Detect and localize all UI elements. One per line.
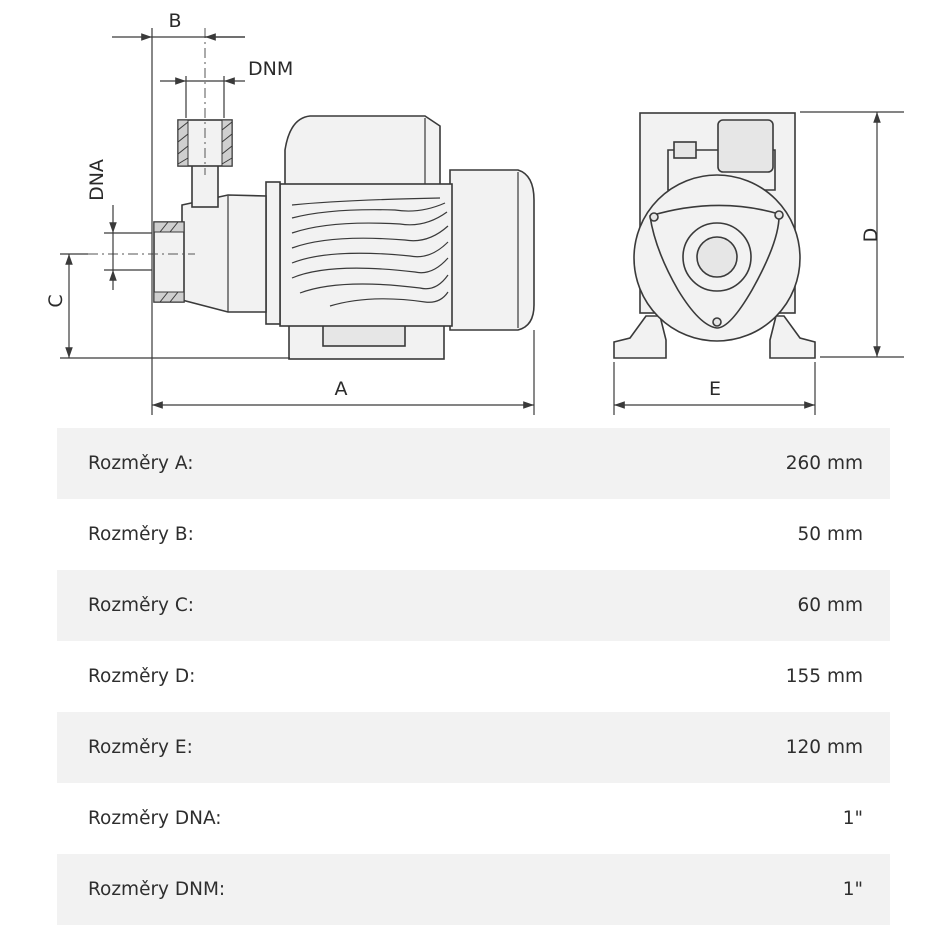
row-value: 60 mm <box>797 595 863 616</box>
row-value: 50 mm <box>797 524 863 545</box>
pump-front-view <box>613 112 816 359</box>
label-dnm: DNM <box>248 58 293 80</box>
label-dna: DNA <box>86 159 108 201</box>
front-view-dimensions: D E <box>613 111 904 415</box>
label-a: A <box>335 378 348 400</box>
label-e: E <box>709 378 721 400</box>
dimensions-table: Rozměry A: 260 mm Rozměry B: 50 mm Rozmě… <box>57 428 890 925</box>
table-row: Rozměry C: 60 mm <box>57 570 890 641</box>
row-value: 1" <box>842 879 863 900</box>
table-row: Rozměry DNA: 1" <box>57 783 890 854</box>
row-label: Rozměry DNA: <box>88 808 222 829</box>
row-label: Rozměry B: <box>88 524 194 545</box>
row-label: Rozměry A: <box>88 453 194 474</box>
row-value: 120 mm <box>785 737 863 758</box>
row-label: Rozměry D: <box>88 666 196 687</box>
label-d: D <box>860 228 882 243</box>
row-value: 260 mm <box>785 453 863 474</box>
table-row: Rozměry D: 155 mm <box>57 641 890 712</box>
pump-dimension-drawing: B DNM A C DNA D E <box>45 10 904 415</box>
row-label: Rozměry E: <box>88 737 193 758</box>
table-row: Rozměry E: 120 mm <box>57 712 890 783</box>
motor-cooling-fins <box>291 197 449 307</box>
table-row: Rozměry B: 50 mm <box>57 499 890 570</box>
table-row: Rozměry DNM: 1" <box>57 854 890 925</box>
row-label: Rozměry DNM: <box>88 879 226 900</box>
table-row: Rozměry A: 260 mm <box>57 428 890 499</box>
row-value: 155 mm <box>785 666 863 687</box>
row-value: 1" <box>842 808 863 829</box>
label-c: C <box>45 294 67 307</box>
label-b: B <box>168 10 181 32</box>
pump-side-view <box>88 28 535 360</box>
row-label: Rozměry C: <box>88 595 195 616</box>
side-view-dimensions: B DNM A C DNA <box>45 10 535 415</box>
